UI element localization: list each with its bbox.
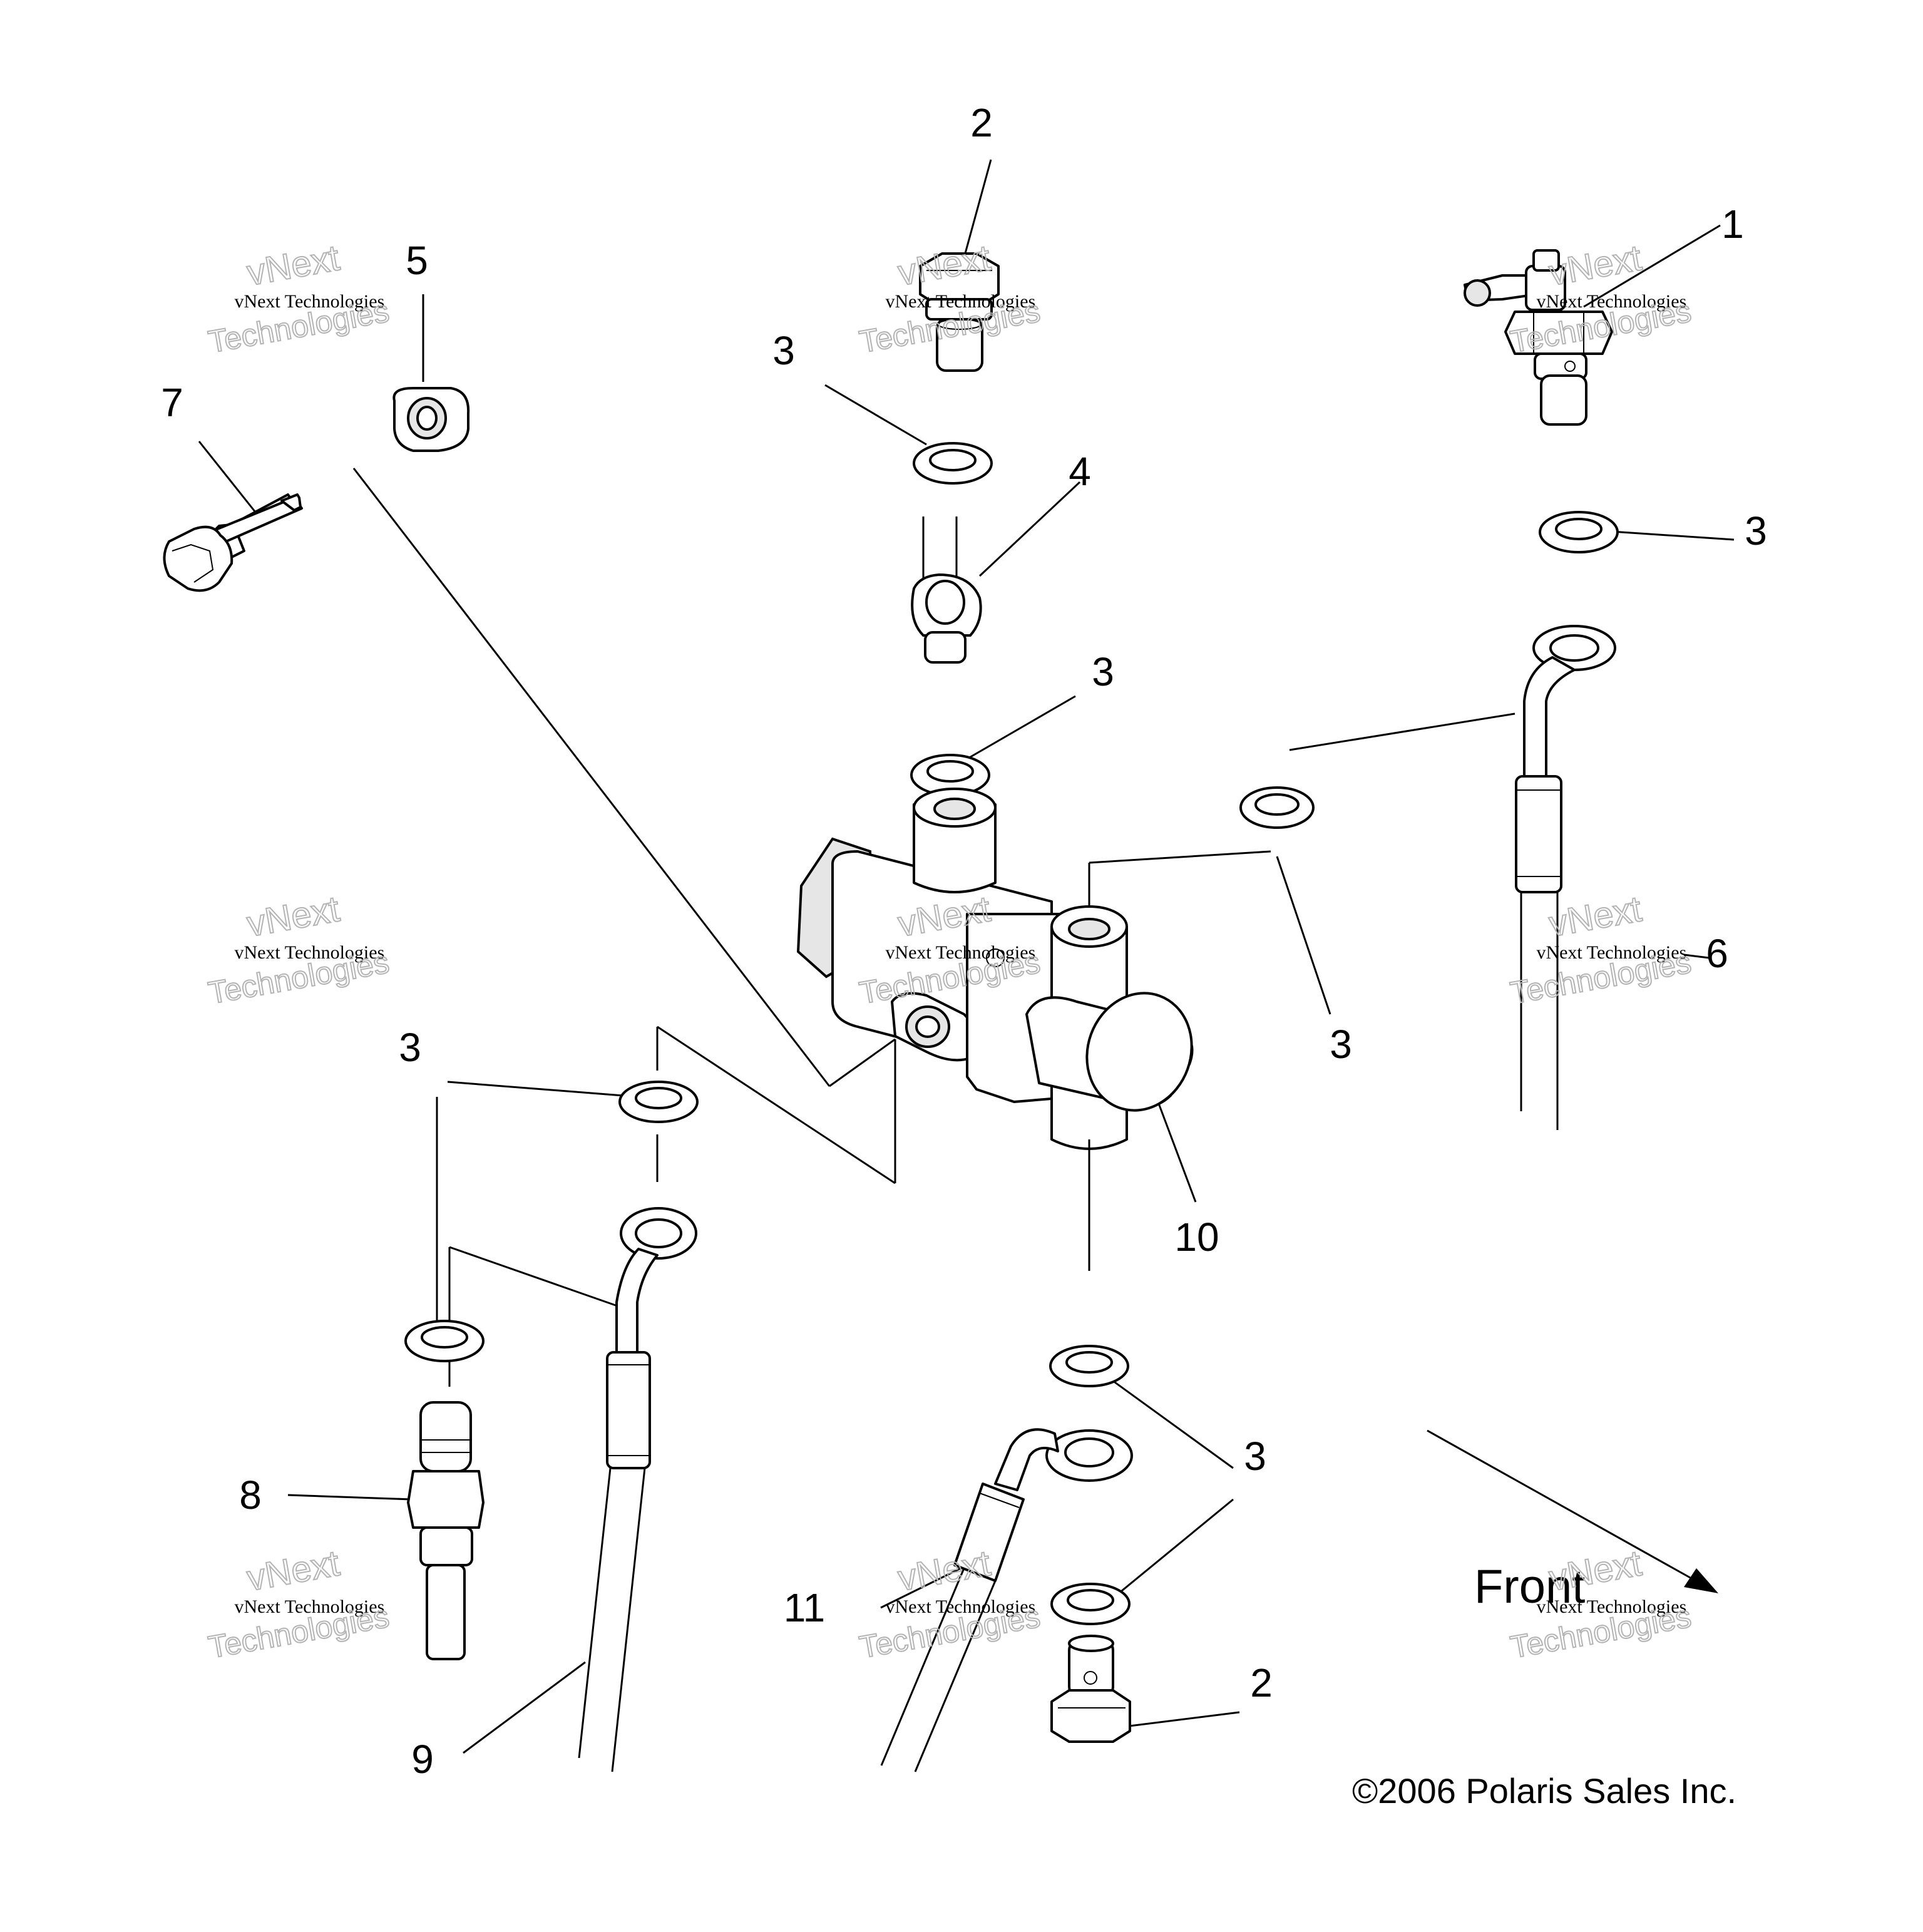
callout-9: 9: [411, 1737, 434, 1782]
crush-washer-part-3-center: [910, 754, 990, 796]
svg-text:vNext Technologies: vNext Technologies: [1536, 942, 1686, 963]
front-direction-label: Front: [1474, 1560, 1585, 1613]
brake-line-part-4: [911, 516, 982, 664]
callout-3-b: 3: [1745, 508, 1767, 553]
svg-text:vNext Technologies: vNext Technologies: [1536, 1596, 1686, 1617]
svg-text:vNext Technologies: vNext Technologies: [885, 942, 1035, 963]
banjo-bolt-top-part-2: [919, 252, 1000, 372]
svg-text:vNext: vNext: [244, 237, 342, 294]
callout-3-d: 3: [1330, 1022, 1352, 1067]
svg-text:vNext: vNext: [244, 888, 342, 945]
svg-text:vNext Technologies: vNext Technologies: [234, 942, 384, 963]
flange-bolt-part-7: [163, 493, 303, 592]
proportioning-valve-part-10: [796, 788, 1194, 1158]
svg-text:vNext Technologies: vNext Technologies: [885, 291, 1035, 312]
watermark-mid-left: vNext vNext Technologies Technologies: [205, 888, 392, 1011]
crush-washer-part-3-top: [913, 442, 993, 485]
svg-text:vNext: vNext: [1546, 237, 1644, 294]
callout-2-top: 2: [970, 100, 993, 145]
brake-line-part-11: [880, 1428, 1133, 1772]
callout-3-c: 3: [1092, 649, 1114, 694]
banjo-bolt-bottom-part-2: [1050, 1635, 1131, 1743]
copyright-notice: ©2006 Polaris Sales Inc.: [1352, 1771, 1736, 1811]
svg-text:vNext: vNext: [244, 1543, 342, 1599]
crush-washer-part-3-right-top: [1539, 511, 1619, 553]
svg-text:vNext: vNext: [895, 1543, 993, 1599]
brake-line-part-6: [1515, 625, 1616, 1130]
brake-fitting-part-8: [407, 1401, 485, 1660]
watermark-bottom-center: vNext vNext Technologies Technologies: [856, 1542, 1044, 1665]
callout-7: 7: [161, 380, 183, 425]
watermark-top-left: vNext vNext Technologies Technologies: [205, 237, 392, 360]
callout-4: 4: [1069, 449, 1091, 494]
svg-text:vNext Technologies: vNext Technologies: [234, 1596, 384, 1617]
svg-text:vNext Technologies: vNext Technologies: [1536, 291, 1686, 312]
callout-10: 10: [1174, 1215, 1219, 1260]
crush-washer-part-3-bottom-a: [1049, 1345, 1129, 1387]
crush-washer-part-3-bottom-b: [1050, 1583, 1131, 1625]
watermark-mid-right: vNext vNext Technologies Technologies: [1507, 888, 1695, 1011]
callout-3-e: 3: [399, 1025, 421, 1070]
brake-line-part-9: [578, 1207, 697, 1772]
callout-3-f: 3: [1244, 1434, 1266, 1479]
brake-switch-part-1: [1464, 249, 1613, 426]
callout-8: 8: [239, 1472, 262, 1518]
crush-washer-part-3-left-mid: [618, 1081, 699, 1123]
svg-text:vNext Technologies: vNext Technologies: [885, 1596, 1035, 1617]
svg-text:vNext: vNext: [1546, 888, 1644, 945]
watermark-bottom-left: vNext vNext Technologies Technologies: [205, 1542, 392, 1665]
crush-washer-part-3-left-low: [404, 1320, 485, 1362]
svg-text:vNext: vNext: [1546, 1543, 1644, 1599]
watermark-top-center: vNext vNext Technologies Technologies: [856, 237, 1044, 360]
callout-6: 6: [1706, 931, 1728, 976]
callout-numbers: 2 1 5 3 7 4 3 3 6 3 3 10 3 8 11 2 9: [161, 100, 1767, 1782]
bushing-part-5: [392, 387, 470, 452]
callout-2-bottom: 2: [1250, 1660, 1273, 1705]
callout-11: 11: [784, 1585, 825, 1630]
svg-text:vNext Technologies: vNext Technologies: [234, 291, 384, 312]
callout-5: 5: [406, 238, 428, 283]
crush-washer-part-3-right-mid: [1239, 786, 1315, 829]
callout-3-a: 3: [772, 328, 795, 373]
callout-1: 1: [1721, 202, 1744, 247]
